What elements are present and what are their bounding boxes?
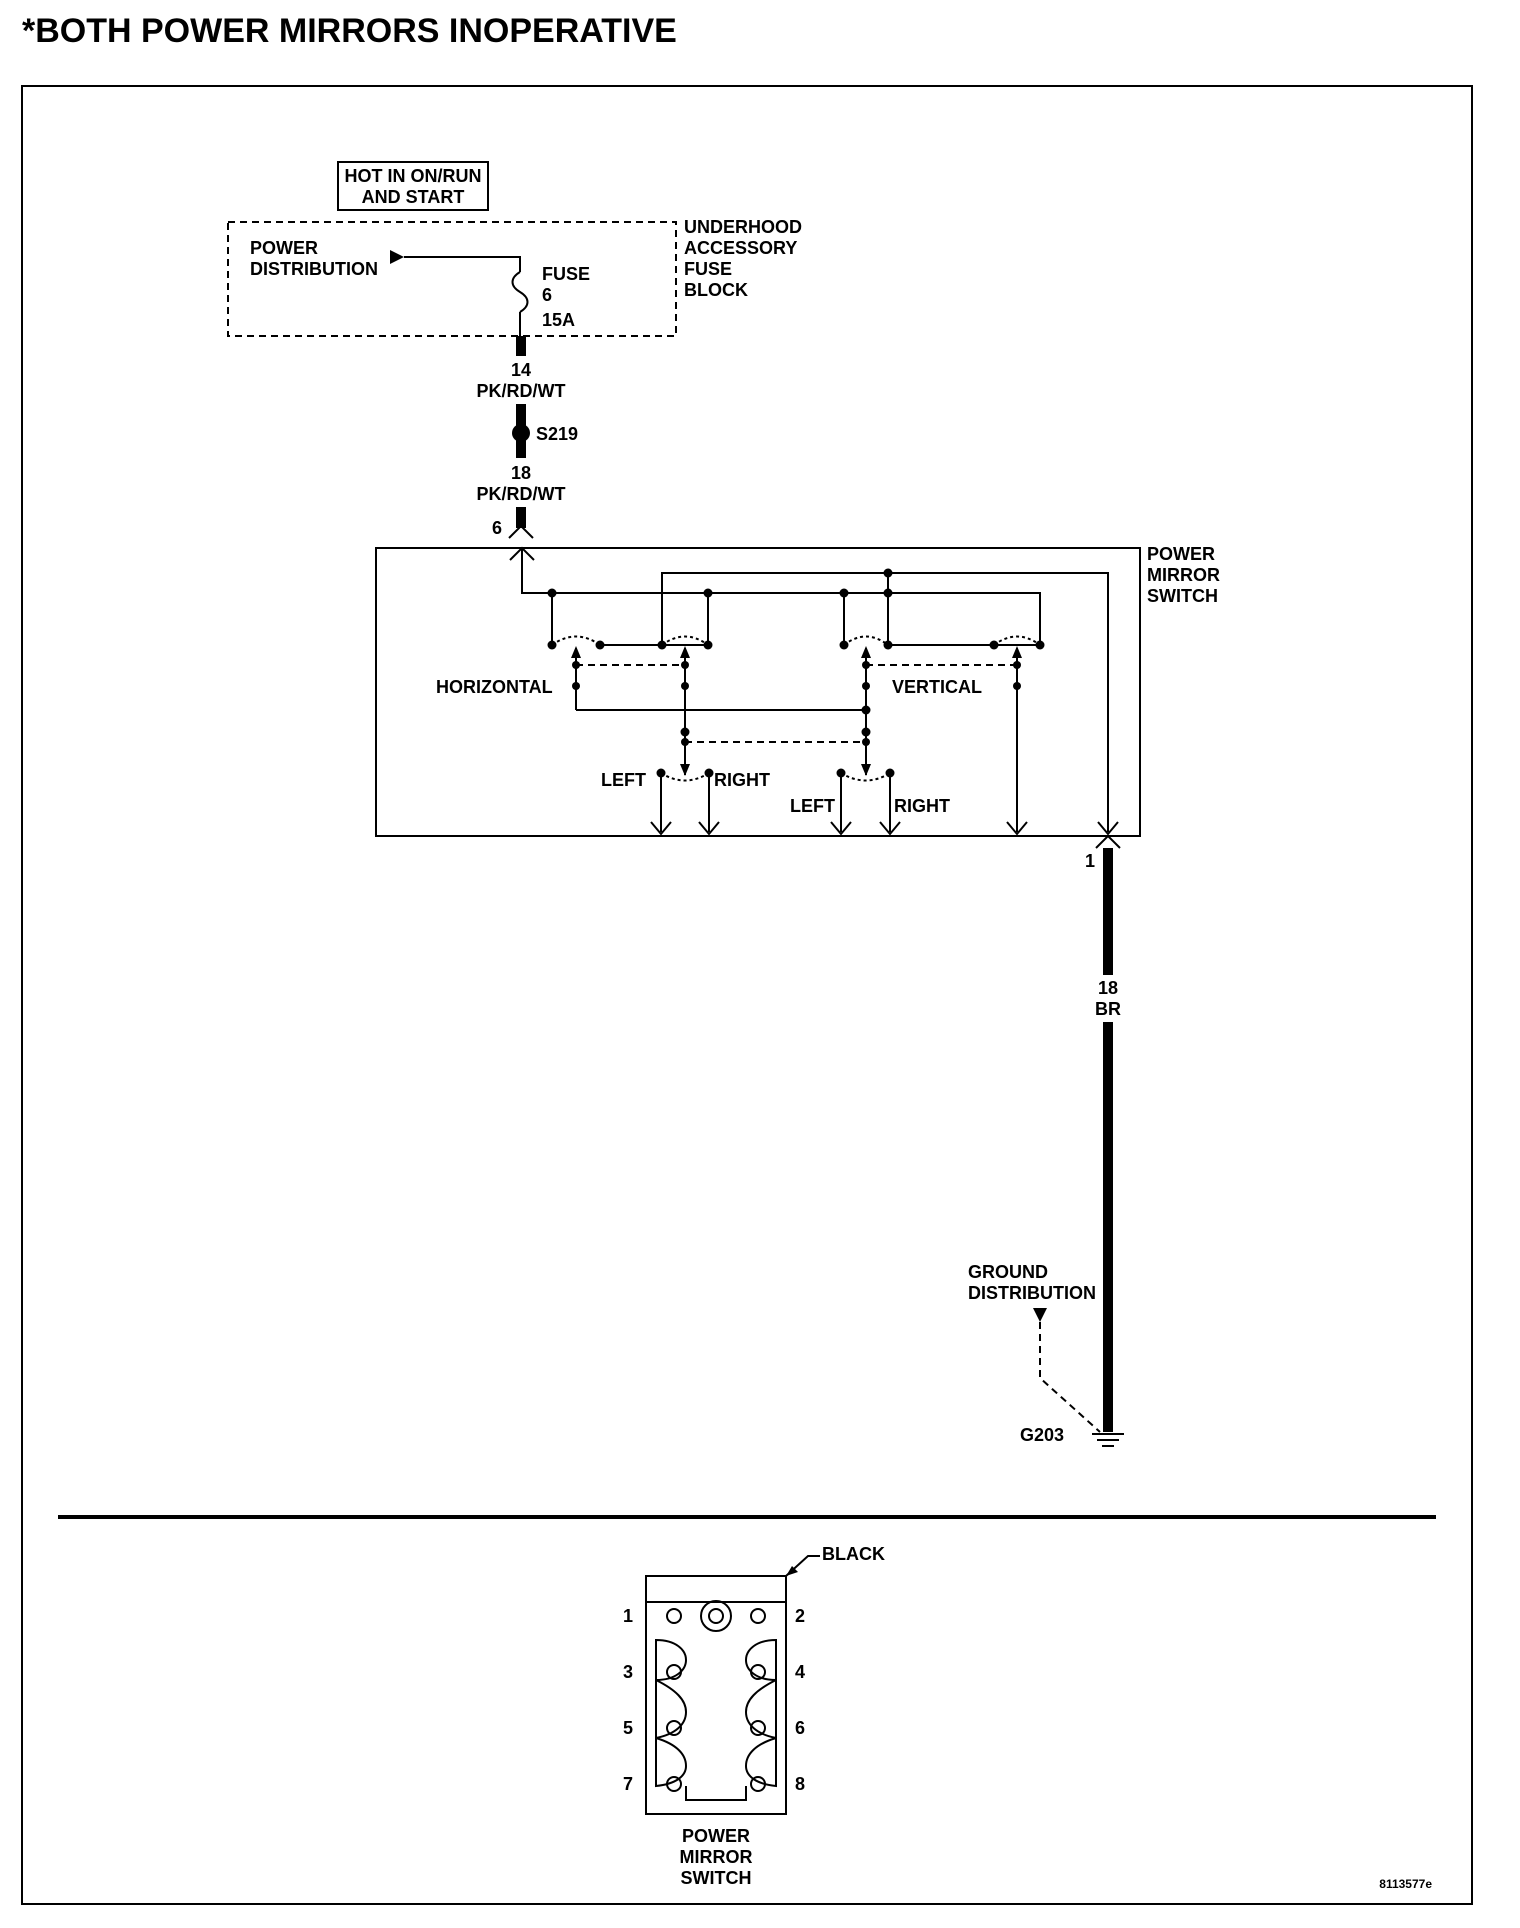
power-distribution-arrow-icon bbox=[390, 250, 404, 264]
connector-latch-icon bbox=[700, 1600, 732, 1632]
ground-wire: 1 18 BR bbox=[1085, 834, 1121, 1432]
splice-s219 bbox=[512, 424, 530, 442]
connector-pin-1-icon bbox=[1095, 834, 1121, 849]
fuse-block-label-4: BLOCK bbox=[684, 280, 748, 300]
hot-in-label-2: AND START bbox=[362, 187, 465, 207]
pin-1: 1 bbox=[623, 1606, 633, 1626]
wire-lower-color: PK/RD/WT bbox=[477, 484, 566, 504]
ground-id: G203 bbox=[1020, 1425, 1064, 1445]
fuse-number: 6 bbox=[542, 285, 552, 305]
fuse-block-label-3: FUSE bbox=[684, 259, 732, 279]
ground-distribution-arrow-icon bbox=[1033, 1308, 1047, 1322]
switch-name-3: SWITCH bbox=[1147, 586, 1218, 606]
fuse-block-label-2: ACCESSORY bbox=[684, 238, 797, 258]
pin-8: 8 bbox=[795, 1774, 805, 1794]
power-distribution-label-1: POWER bbox=[250, 238, 318, 258]
fuse-block: POWER DISTRIBUTION FUSE 6 15A UNDERHOOD … bbox=[227, 217, 802, 337]
vertical-label: VERTICAL bbox=[892, 677, 982, 697]
right-label-2: RIGHT bbox=[894, 796, 950, 816]
ground-wire-gauge: 18 bbox=[1098, 978, 1118, 998]
feed-wire: 14 PK/RD/WT S219 18 PK/RD/WT 6 bbox=[477, 336, 578, 539]
wire-upper-gauge: 14 bbox=[511, 360, 531, 380]
ground-wire-color: BR bbox=[1095, 999, 1121, 1019]
pin-5: 5 bbox=[623, 1718, 633, 1738]
connector-face-view: BLACK 1 2 3 4 5 6 7 8 POWER MIRROR SWITC… bbox=[623, 1544, 885, 1888]
left-label-1: LEFT bbox=[601, 770, 646, 790]
horizontal-label: HORIZONTAL bbox=[436, 677, 553, 697]
splice-label: S219 bbox=[536, 424, 578, 444]
pin-cavities-left bbox=[655, 1638, 688, 1788]
wire-lower-gauge: 18 bbox=[511, 463, 531, 483]
fuse-rating: 15A bbox=[542, 310, 575, 330]
ground-distribution-label-1: GROUND bbox=[968, 1262, 1048, 1282]
hot-in-label-1: HOT IN ON/RUN bbox=[345, 166, 482, 186]
pin-cavities-right bbox=[744, 1638, 777, 1788]
left-label-2: LEFT bbox=[790, 796, 835, 816]
ground-distribution-label-2: DISTRIBUTION bbox=[968, 1283, 1096, 1303]
pin-2: 2 bbox=[795, 1606, 805, 1626]
connector-name-3: SWITCH bbox=[681, 1868, 752, 1888]
switch-name-2: MIRROR bbox=[1147, 565, 1220, 585]
connector-name-1: POWER bbox=[682, 1826, 750, 1846]
connector-color-label: BLACK bbox=[822, 1544, 885, 1564]
pin-6-label: 6 bbox=[492, 518, 502, 538]
wire-upper-color: PK/RD/WT bbox=[477, 381, 566, 401]
page-title: *BOTH POWER MIRRORS INOPERATIVE bbox=[22, 12, 677, 50]
fuse-block-label-1: UNDERHOOD bbox=[684, 217, 802, 237]
power-distribution-label-2: DISTRIBUTION bbox=[250, 259, 378, 279]
connector-name-2: MIRROR bbox=[680, 1847, 753, 1867]
right-label-1: RIGHT bbox=[714, 770, 770, 790]
ground-g203: GROUND DISTRIBUTION G203 bbox=[968, 1262, 1124, 1447]
fuse-label: FUSE bbox=[542, 264, 590, 284]
pin-3: 3 bbox=[623, 1662, 633, 1682]
hot-in-box: HOT IN ON/RUN AND START bbox=[337, 161, 489, 211]
pin-1-label: 1 bbox=[1085, 851, 1095, 871]
pin-4: 4 bbox=[795, 1662, 805, 1682]
power-mirror-switch: POWER MIRROR SWITCH bbox=[375, 544, 1220, 837]
pin-7: 7 bbox=[623, 1774, 633, 1794]
pin-6: 6 bbox=[795, 1718, 805, 1738]
connector-pin-6-icon bbox=[508, 524, 534, 539]
figure-id: 8113577e bbox=[1379, 1877, 1432, 1891]
fuse-icon bbox=[511, 271, 529, 313]
diagram-frame bbox=[21, 85, 1473, 1905]
switch-name-1: POWER bbox=[1147, 544, 1215, 564]
